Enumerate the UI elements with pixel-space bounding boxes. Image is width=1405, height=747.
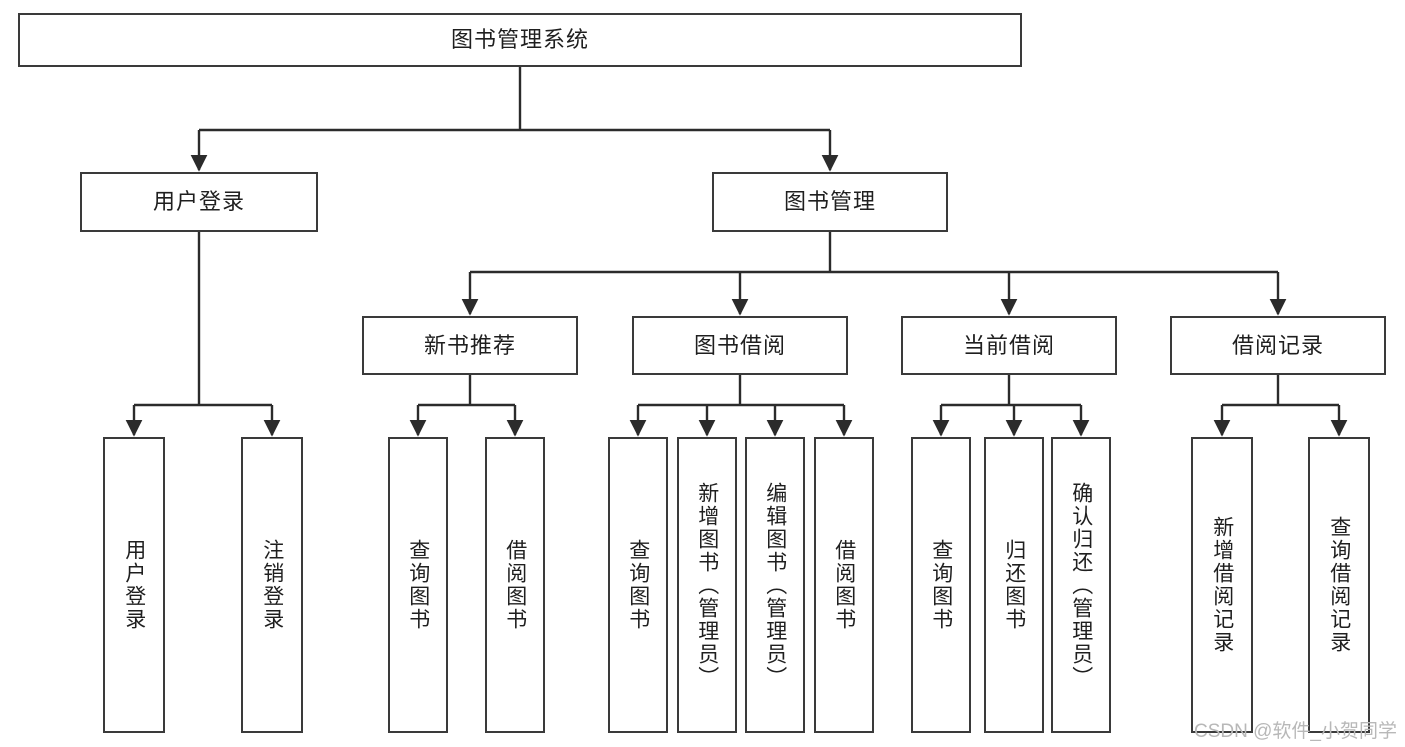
node-label: 归还图书 (1002, 539, 1026, 631)
node-label: 图书管理系统 (450, 27, 589, 53)
node-leaf-user-logout[interactable]: 注销登录 (241, 437, 303, 733)
node-leaf-borrow-book-2[interactable]: 借阅图书 (814, 437, 874, 733)
node-label: 借阅图书 (832, 539, 856, 631)
node-label: 查询图书 (626, 539, 650, 631)
node-label: 注销登录 (260, 539, 284, 631)
node-label: 用户登录 (152, 189, 245, 215)
node-leaf-query-record[interactable]: 查询借阅记录 (1308, 437, 1370, 733)
node-book-borrow[interactable]: 图书借阅 (632, 316, 848, 375)
node-label: 新增图书（管理员） (695, 481, 719, 689)
node-leaf-query-book-1[interactable]: 查询图书 (388, 437, 448, 733)
node-label: 用户登录 (122, 539, 146, 631)
node-leaf-query-book-2[interactable]: 查询图书 (608, 437, 668, 733)
node-label: 编辑图书（管理员） (763, 481, 787, 689)
node-label: 查询图书 (406, 539, 430, 631)
node-leaf-edit-book[interactable]: 编辑图书（管理员） (745, 437, 805, 733)
node-label: 确认归还（管理员） (1069, 481, 1093, 689)
node-label: 新增借阅记录 (1210, 516, 1234, 654)
node-leaf-user-login[interactable]: 用户登录 (103, 437, 165, 733)
node-root[interactable]: 图书管理系统 (18, 13, 1022, 67)
watermark-label: CSDN @软件_小贺同学 (1194, 721, 1397, 742)
node-user-login[interactable]: 用户登录 (80, 172, 318, 232)
node-label: 图书管理 (783, 189, 876, 215)
node-leaf-query-book-3[interactable]: 查询图书 (911, 437, 971, 733)
node-new-book-rec[interactable]: 新书推荐 (362, 316, 578, 375)
node-book-manage[interactable]: 图书管理 (712, 172, 948, 232)
node-label: 查询图书 (929, 539, 953, 631)
node-leaf-borrow-book-1[interactable]: 借阅图书 (485, 437, 545, 733)
node-leaf-confirm-return[interactable]: 确认归还（管理员） (1051, 437, 1111, 733)
node-label: 图书借阅 (693, 332, 786, 358)
node-label: 借阅图书 (503, 539, 527, 631)
node-leaf-return-book[interactable]: 归还图书 (984, 437, 1044, 733)
node-label: 查询借阅记录 (1327, 516, 1351, 654)
node-label: 新书推荐 (423, 332, 516, 358)
node-borrow-record[interactable]: 借阅记录 (1170, 316, 1386, 375)
node-label: 当前借阅 (962, 332, 1055, 358)
node-label: 借阅记录 (1231, 332, 1324, 358)
node-leaf-add-book[interactable]: 新增图书（管理员） (677, 437, 737, 733)
node-leaf-add-record[interactable]: 新增借阅记录 (1191, 437, 1253, 733)
node-current-borrow[interactable]: 当前借阅 (901, 316, 1117, 375)
